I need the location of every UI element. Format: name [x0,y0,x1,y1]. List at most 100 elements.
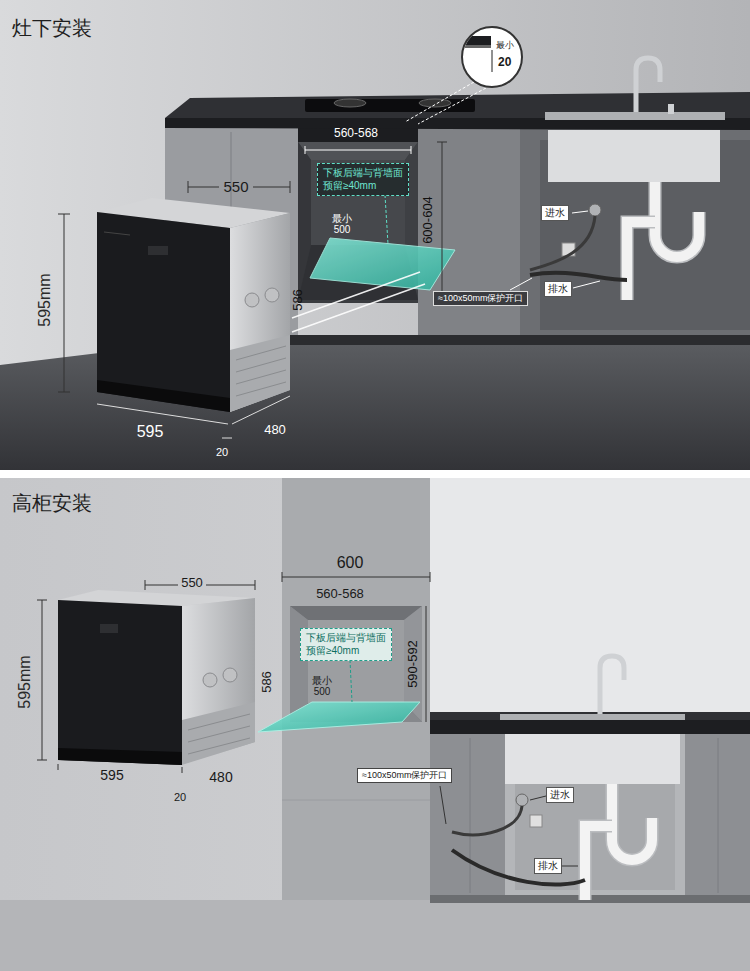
water-inlet [530,204,627,280]
tag-leaders [510,211,600,290]
dimension-lines-part [253,187,290,188]
dimension-label: 595 [100,768,123,783]
lower-cabinets-part [505,734,685,900]
tag-leaders-part [510,278,532,290]
sink [500,656,685,784]
drain-pipe-part [612,784,652,860]
dimension-lines-part [58,764,59,770]
base-cabinets-part [418,128,520,338]
dishwasher-part [182,702,255,765]
sink-part [668,104,674,114]
wall [0,478,750,971]
magnifier-leader [405,82,486,124]
pipe-tag: 进水 [541,205,569,221]
note-text: ≈100x50mm保护开口 [438,293,523,304]
magnifier-outline [461,26,523,88]
dimension-lines-part [426,606,427,722]
counter-edge [461,45,491,48]
dimension-lines-part [430,572,431,582]
drain-pipe-part [585,826,612,900]
dimension-lines-part [437,142,447,143]
base-cabinets-part [520,128,750,338]
dimension-label: 590-592 [406,640,420,688]
water-inlet-part [530,216,595,270]
slide-guides-part [292,284,425,332]
dishwasher-part [104,232,130,235]
floor [0,900,750,971]
water-inlet [452,794,585,885]
dishwasher-part [236,346,286,396]
niche-width-line-part [305,146,306,154]
drain-pipe-part [655,182,699,257]
lower-cabinets [430,734,750,903]
sink-part [548,130,720,182]
magnified-counter [461,36,491,48]
sink-part [636,58,660,112]
dishwasher-part [182,598,255,765]
dimension-lines-part [188,181,189,193]
panel-separator-part [0,470,750,478]
note-text: 排水 [538,860,558,872]
dishwasher [97,198,290,412]
tag-leaders-part [573,281,600,288]
lower-cabinets-part [718,738,719,893]
lower-cabinets-part [470,738,471,893]
dimension-lines-part [206,585,255,586]
dimension-label: 20 [174,791,186,803]
dishwasher-part [58,748,182,765]
tall-cabinet-part [282,478,430,900]
dimension-label: 480 [264,423,286,437]
opening-tag: ≈100x50mm保护开口 [433,291,528,306]
water-inlet-part [589,204,601,216]
dimension-label: 595 [137,423,164,441]
gap-text: 最小 [496,40,514,51]
slide-guides-part [292,272,420,318]
note-text: 排水 [548,283,568,295]
sink-part [500,714,685,720]
floor-part [0,900,750,971]
wall-part [430,478,750,718]
teal-plate [258,660,420,732]
dimension-lines-part [42,600,43,760]
dimension-lines [37,572,430,773]
niche-part [290,606,422,620]
water-inlet-part [516,794,528,806]
dimension-label: 最小 500 [332,213,352,235]
niche-width-line-part [411,146,412,154]
dimension-lines-part [182,767,183,773]
dimension-label: 550 [223,179,248,196]
dimension-lines-part [58,214,70,215]
cooktop [305,99,475,112]
niche-width-line [305,146,411,154]
dimension-lines-part [145,580,146,590]
section-heading: 高柜安装 [12,492,92,514]
dimension-label: 595mm [16,655,34,708]
dimension-label: 560-568 [334,127,378,140]
dimension-lines-part [64,214,65,392]
dimension-label: 595mm [36,273,54,326]
note-text: 下板后端与背墙面 预留≥40mm [323,167,403,192]
magnifier-leader-part [418,88,486,124]
countertop-part [430,720,750,734]
drain-pipe [627,182,699,300]
dishwasher-part [245,293,259,307]
dimension-label: 最小 500 [312,675,332,697]
tag-leaders [440,786,578,866]
dimension-lines-part [255,580,256,590]
drain-pipe-part [627,222,655,300]
pipe-tag: 排水 [534,858,562,874]
note-text: ≈100x50mm保护开口 [362,770,447,781]
dishwasher-part [230,213,290,412]
drain-pipe-part [627,222,655,300]
dishwasher [58,590,255,765]
dimension-lines [58,142,447,392]
niche-width-line-part [305,150,411,151]
dimension-label: 586 [291,289,305,311]
drain-pipe-part [655,182,699,257]
water-inlet-part [530,273,627,280]
niche-part [298,142,418,160]
sink-part [600,656,624,714]
cooktop-part [419,99,451,107]
niche-part [290,606,308,722]
